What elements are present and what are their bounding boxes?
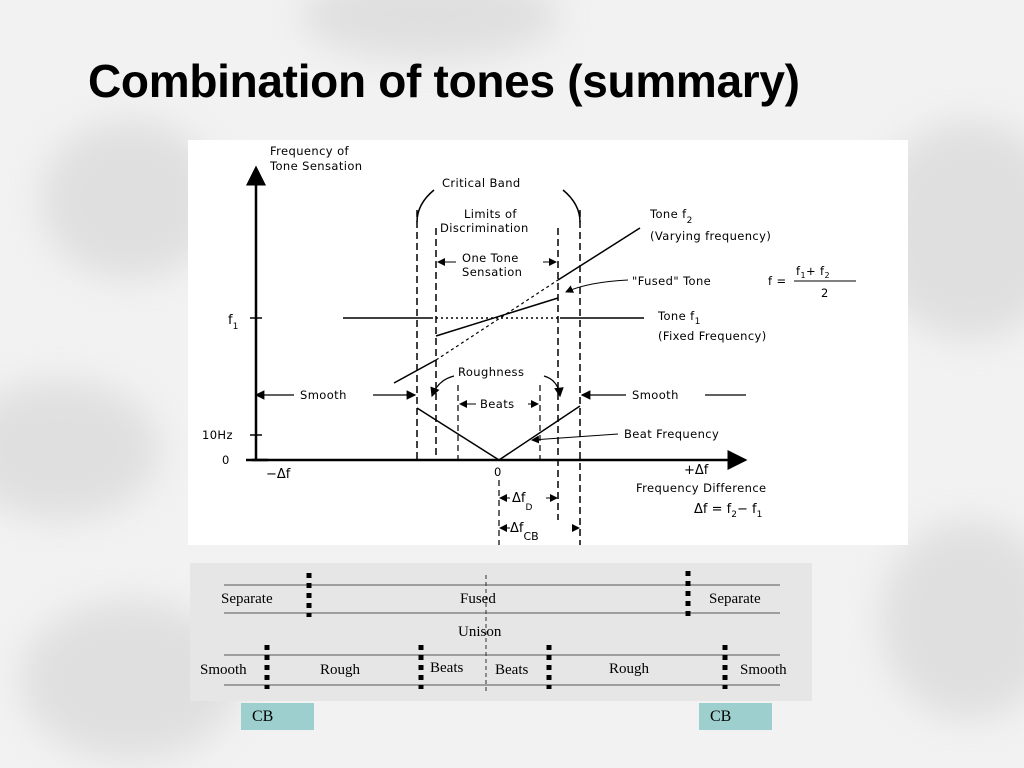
bottom-label-smooth-left: Smooth [200, 662, 247, 678]
y-axis-label-line2: Tone Sensation [269, 159, 362, 173]
critical-band-label: Critical Band [442, 176, 521, 190]
bottom-label-rough-left: Rough [320, 662, 361, 678]
tick-zero-x-label: 0 [494, 465, 502, 479]
beat-frequency-v-right [498, 405, 581, 461]
summary-table-svg: Separate Fused Separate Unison Smooth Ro… [200, 571, 787, 691]
beat-frequency-pointer [531, 433, 619, 444]
cb-box-left: CB [241, 703, 314, 730]
fused-tone-line [435, 297, 559, 337]
summary-table: Separate Fused Separate Unison Smooth Ro… [190, 563, 812, 701]
cb-left-label: CB [252, 708, 274, 725]
top-right-label: Separate [709, 591, 761, 607]
tone-f2-line-lower [393, 359, 437, 384]
diagram-svg: Frequency of Tone Sensation f1 10Hz 0 0 … [202, 144, 856, 545]
tick-10hz-label: 10Hz [202, 428, 233, 442]
cb-right-label: CB [710, 708, 732, 725]
roughness-label: Roughness [458, 365, 524, 379]
critical-band-bracket-left [416, 189, 435, 223]
tone-combination-diagram: Frequency of Tone Sensation f1 10Hz 0 0 … [188, 140, 908, 545]
delta-f-equation: Δf = f2− f1 [694, 502, 762, 520]
delta-fcb-label: ΔfCB [510, 521, 539, 543]
fused-tone-numerator: f1+ f2 [796, 264, 830, 280]
one-tone-label-line2: Sensation [462, 265, 522, 279]
background-blob [880, 520, 1024, 720]
top-center-label: Fused [460, 591, 496, 607]
cb-box-right: CB [699, 703, 772, 730]
fused-tone-eq: f = [768, 274, 787, 288]
limits-label-line1: Limits of [464, 207, 517, 221]
tone-f2-line-dashed [435, 279, 559, 361]
top-left-label: Separate [221, 591, 273, 607]
bottom-label-smooth-right: Smooth [740, 662, 787, 678]
roughness-bracket-left [430, 375, 455, 398]
one-tone-label-line1: One Tone [462, 251, 519, 265]
tone-f1-sub-label: (Fixed Frequency) [658, 329, 767, 343]
smooth-right-label: Smooth [632, 388, 679, 402]
beat-frequency-v-left [416, 407, 500, 461]
freq-difference-label: Frequency Difference [636, 481, 767, 495]
f1-tick-label: f1 [228, 313, 238, 332]
fused-tone-pointer [565, 279, 629, 293]
y-axis-label-line1: Frequency of [270, 144, 350, 158]
tone-f2-label: Tone f2 [649, 207, 693, 226]
fused-tone-denominator: 2 [821, 286, 829, 300]
tone-f1-label: Tone f1 [657, 309, 701, 327]
tick-zero-y-label: 0 [222, 453, 230, 467]
critical-band-bracket-right [562, 189, 581, 223]
beats-label: Beats [480, 397, 515, 411]
delta-fd-label: ΔfD [512, 491, 532, 513]
pos-delta-f-label: +Δf [684, 463, 709, 478]
background-blob [0, 380, 160, 520]
neg-delta-f-label: −Δf [266, 467, 291, 482]
limits-label-line2: Discrimination [440, 221, 529, 235]
smooth-left-label: Smooth [300, 388, 347, 402]
unison-label: Unison [458, 624, 502, 640]
bottom-label-rough-right: Rough [609, 661, 650, 677]
background-blob [300, 0, 560, 60]
tone-f2-line-upper [557, 227, 641, 281]
fused-tone-label: "Fused" Tone [632, 274, 711, 288]
tone-f2-sub-label: (Varying frequency) [650, 229, 771, 243]
roughness-bracket-right [543, 375, 564, 398]
bottom-label-beats-left: Beats [430, 660, 463, 676]
slide-title: Combination of tones (summary) [88, 55, 800, 107]
beat-frequency-label: Beat Frequency [624, 427, 719, 441]
bottom-label-beats-right: Beats [495, 662, 528, 678]
